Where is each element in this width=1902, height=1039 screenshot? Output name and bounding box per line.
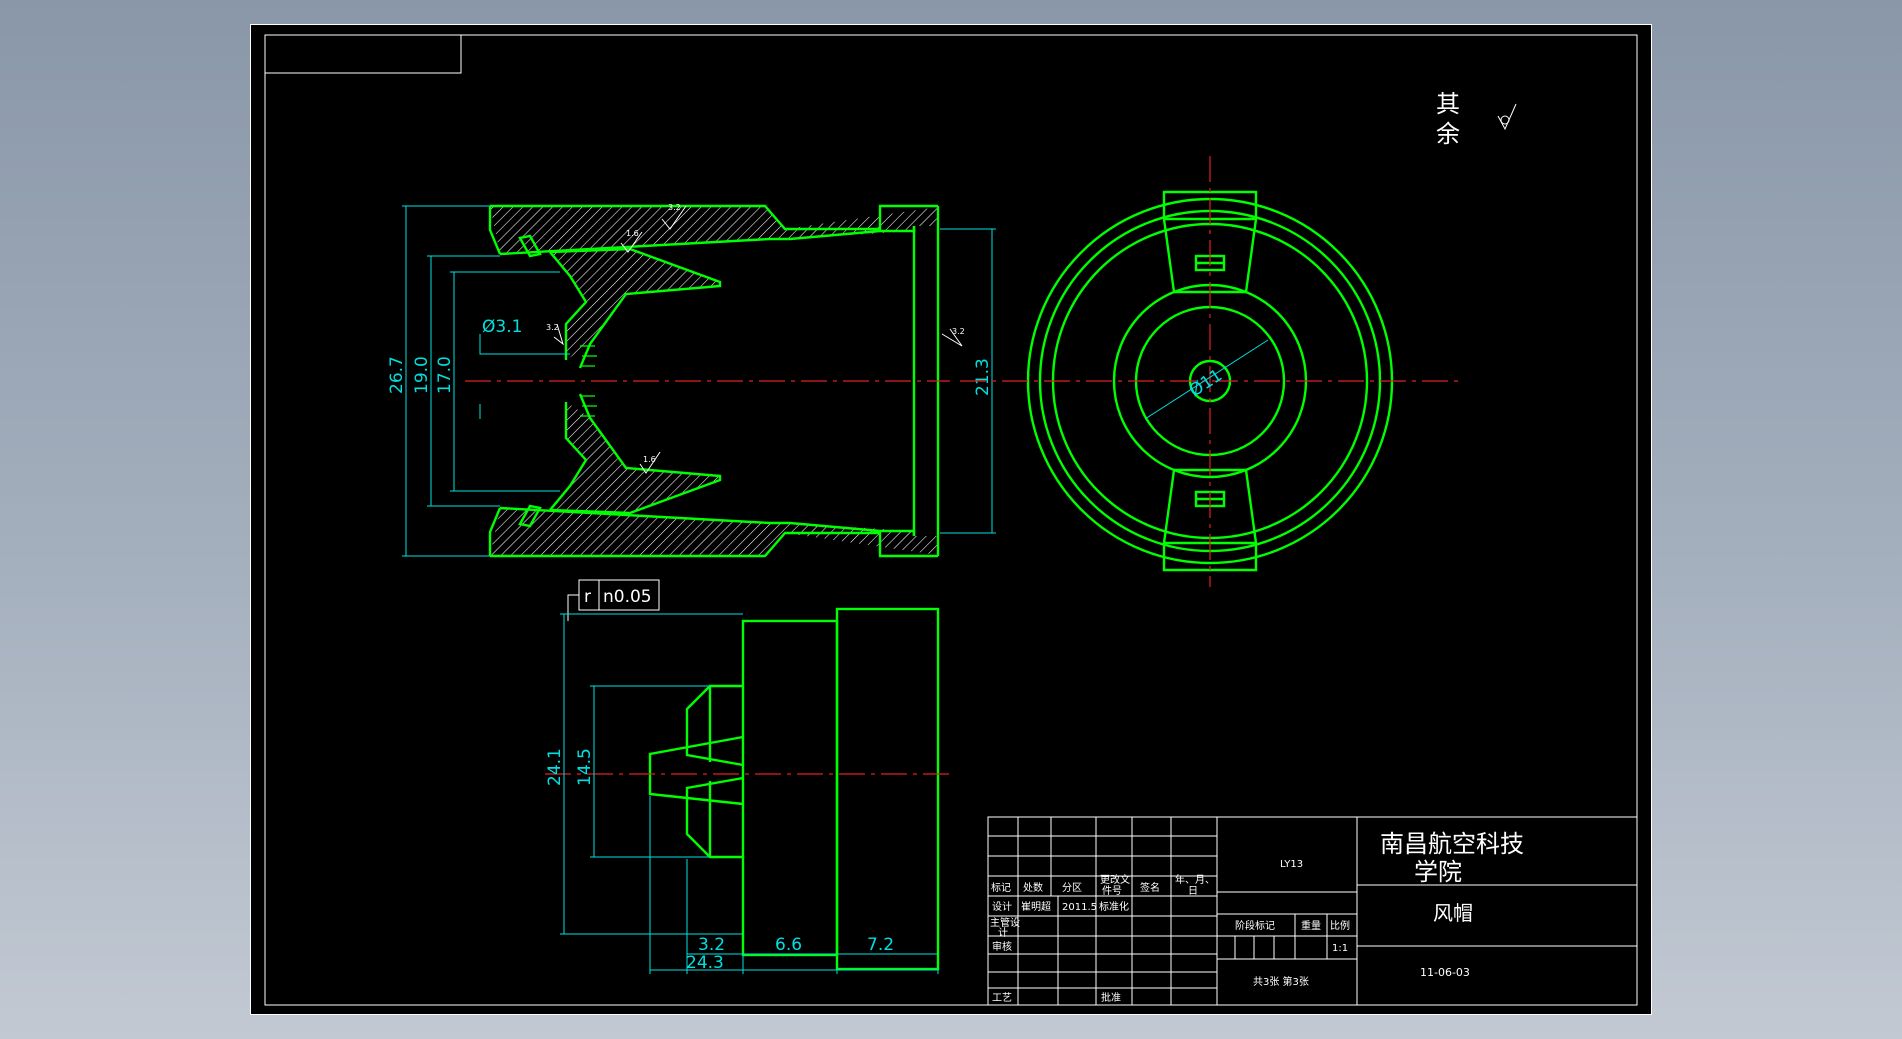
tb-chief-b: 计 bbox=[998, 926, 1008, 939]
section-cone-bottom-outline bbox=[549, 393, 722, 515]
drawing-sheet: 其 余 bbox=[250, 24, 1652, 1015]
tb-process: 工艺 bbox=[992, 992, 1012, 1004]
section-wall-bottom bbox=[490, 508, 938, 556]
roughness-symbol-circle bbox=[1500, 115, 1510, 125]
dim-19-0: 19.0 bbox=[412, 356, 432, 394]
side-collar bbox=[685, 684, 744, 859]
tb-part-name: 风帽 bbox=[1433, 901, 1473, 925]
dim-3-2: 3.2 bbox=[698, 935, 725, 955]
dim-phi-3-1: Ø3.1 bbox=[482, 317, 522, 337]
rough-3: 3.2 bbox=[546, 323, 559, 332]
rough-1: 3.2 bbox=[668, 203, 681, 212]
outer-border bbox=[250, 24, 1652, 1015]
tb-mark: 标记 bbox=[991, 882, 1011, 894]
dim-7-2: 7.2 bbox=[867, 935, 894, 955]
section-cone-top bbox=[550, 249, 720, 360]
end-dim-line bbox=[1144, 339, 1269, 420]
dim-26-7: 26.7 bbox=[387, 356, 407, 394]
section-cone-bottom bbox=[550, 402, 720, 513]
tb-weight: 重量 bbox=[1301, 919, 1321, 932]
tb-approve: 批准 bbox=[1101, 991, 1121, 1004]
slot-top bbox=[518, 234, 542, 258]
tb-date-b: 日 bbox=[1188, 886, 1198, 897]
surface-note-line2: 余 bbox=[1436, 120, 1460, 148]
surface-roughness-note: 其 余 bbox=[1436, 90, 1517, 148]
dim-17-0: 17.0 bbox=[435, 356, 455, 394]
rough-4: 1.6 bbox=[643, 455, 656, 464]
tb-count: 处数 bbox=[1023, 881, 1043, 894]
side-view: r n0.05 24.1 14.5 24.3 3.2 6.6 7.2 bbox=[545, 579, 950, 974]
dim-24-3: 24.3 bbox=[686, 953, 724, 973]
section-wall-top bbox=[490, 206, 938, 254]
tb-material: LY13 bbox=[1280, 859, 1303, 870]
tb-doc-a: 更改文 bbox=[1100, 873, 1130, 886]
end-view: Ø11 bbox=[960, 156, 1462, 587]
side-dimensions: 24.1 14.5 24.3 3.2 6.6 7.2 bbox=[545, 613, 939, 974]
side-body-right bbox=[835, 607, 940, 971]
side-cone bbox=[648, 735, 744, 806]
side-body-mid bbox=[741, 619, 839, 957]
tol-symbol: r bbox=[584, 587, 591, 607]
tb-design-date: 2011.5 bbox=[1062, 902, 1097, 913]
nozzle-slot-top bbox=[580, 345, 597, 367]
tb-designer-label: 设计 bbox=[992, 900, 1012, 913]
tb-school-line1: 南昌航空科技 bbox=[1380, 830, 1524, 858]
tb-sign: 签名 bbox=[1140, 881, 1160, 894]
dim-14-5: 14.5 bbox=[575, 748, 595, 786]
section-view: 26.7 19.0 17.0 21.3 Ø3.1 3.2 1.6 3.2 1.6… bbox=[387, 203, 996, 558]
dim-24-1: 24.1 bbox=[545, 748, 565, 786]
tolerance-frame: r n0.05 bbox=[567, 579, 660, 621]
section-roughness-marks: 3.2 1.6 3.2 1.6 3.2 bbox=[546, 203, 965, 474]
section-dimensions: 26.7 19.0 17.0 21.3 Ø3.1 bbox=[387, 205, 996, 557]
rough-2: 1.6 bbox=[626, 229, 639, 238]
tb-designer: 崔明超 bbox=[1021, 900, 1051, 913]
surface-note-line1: 其 bbox=[1436, 90, 1460, 118]
dim-21-3: 21.3 bbox=[973, 358, 993, 396]
tb-chief-a: 主管设 bbox=[990, 916, 1020, 929]
nozzle-slot-bottom bbox=[580, 395, 597, 417]
inner-border bbox=[264, 34, 1638, 1006]
cad-drawing: 其 余 bbox=[250, 24, 1652, 1015]
tb-scale-label: 比例 bbox=[1330, 919, 1350, 932]
title-block: 标记 处数 分区 更改文 件号 签名 年、月、 日 设计 崔明超 2011.5 … bbox=[987, 816, 1638, 1006]
tb-date-a: 年、月、 bbox=[1175, 873, 1215, 886]
rough-5: 3.2 bbox=[952, 327, 965, 336]
tb-sheets: 共3张 第3张 bbox=[1253, 975, 1309, 988]
tb-drawing-no: 11-06-03 bbox=[1420, 966, 1470, 979]
tb-scale: 1:1 bbox=[1332, 943, 1348, 954]
slot-bottom bbox=[518, 504, 542, 528]
tb-zone: 分区 bbox=[1062, 882, 1082, 894]
roughness-symbol bbox=[1497, 103, 1517, 131]
tb-review: 审核 bbox=[992, 940, 1012, 953]
corner-box bbox=[264, 34, 462, 74]
tol-value: n0.05 bbox=[603, 587, 652, 607]
tb-standard: 标准化 bbox=[1099, 900, 1129, 913]
tb-school-line2: 学院 bbox=[1414, 858, 1462, 886]
dim-6-6: 6.6 bbox=[775, 935, 802, 955]
tb-stage-mark: 阶段标记 bbox=[1235, 919, 1275, 932]
tb-doc-b: 件号 bbox=[1102, 885, 1122, 897]
